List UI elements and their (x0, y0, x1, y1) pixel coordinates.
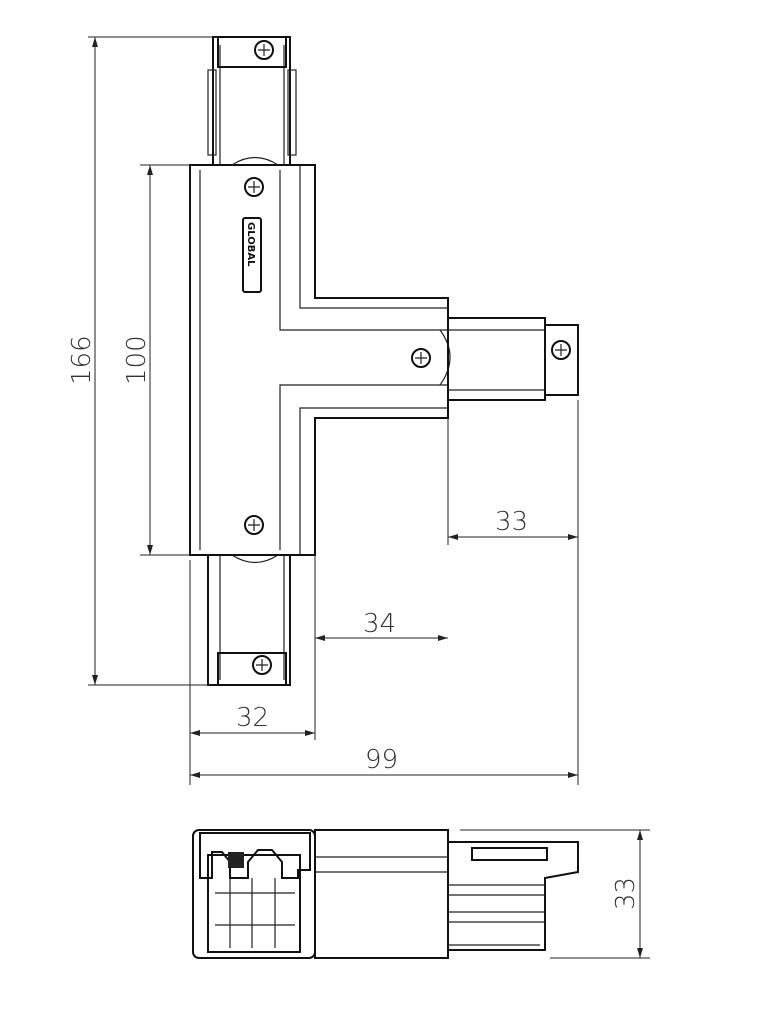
bottom-arm (207, 554, 291, 686)
side-view: 33 (192, 829, 650, 959)
t-body-outline (189, 164, 449, 556)
top-view: GLOBAL (189, 36, 579, 686)
right-connector (447, 317, 579, 401)
svg-text:GLOBAL: GLOBAL (245, 222, 256, 267)
dim-overall-width: 99 (365, 745, 398, 775)
dim-connector-length: 33 (495, 507, 528, 537)
top-arm (207, 36, 297, 166)
dim-arm-length: 34 (363, 609, 396, 639)
screw-icon (244, 40, 571, 675)
dim-body-height: 100 (122, 335, 152, 385)
dim-side-height: 33 (611, 877, 641, 910)
dim-body-width: 32 (236, 703, 269, 733)
dim-overall-height: 166 (67, 335, 97, 385)
brand-logo: GLOBAL (242, 217, 262, 293)
dimension-lines: 166 100 33 34 32 99 (67, 36, 579, 785)
